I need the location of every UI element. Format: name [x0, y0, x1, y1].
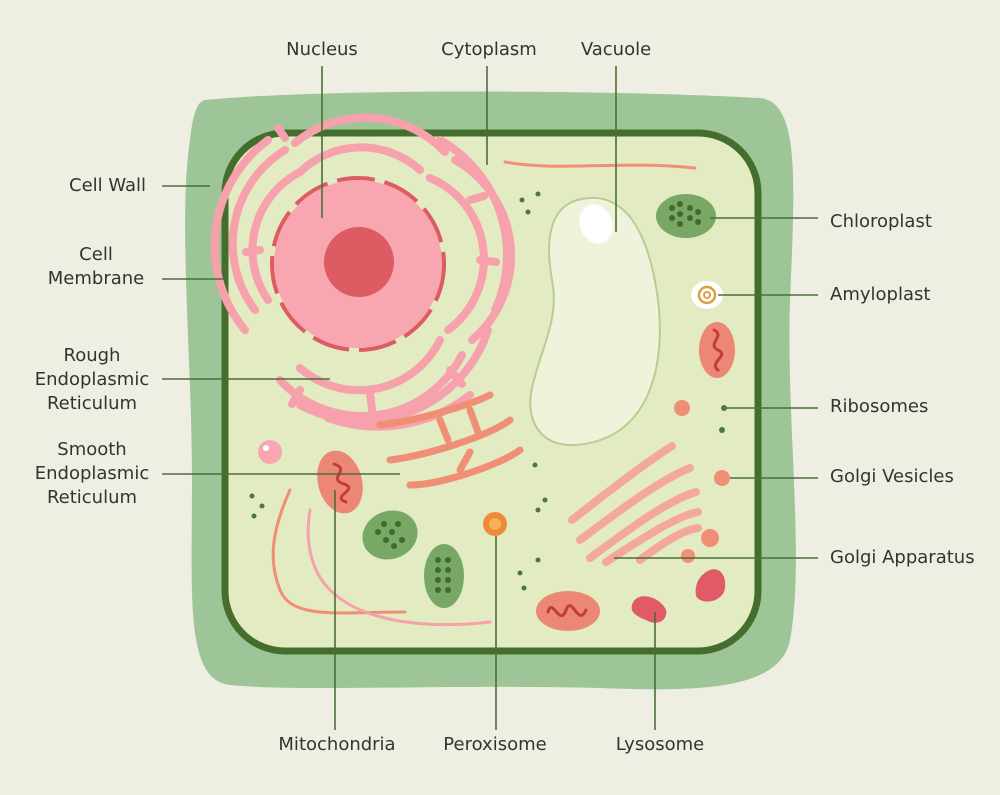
vacuole: [529, 196, 661, 447]
cytoplasm-filament: [503, 160, 697, 170]
label-cell-membrane: Cell Membrane: [47, 244, 145, 289]
label-cell-wall: Cell Wall: [69, 175, 147, 196]
chloroplast-group: [362, 194, 716, 608]
label-cytoplasm: Cytoplasm: [441, 39, 537, 60]
leader-lines: [162, 66, 818, 730]
chloroplast: [362, 510, 418, 560]
label-golgi-apparatus: Golgi Apparatus: [830, 547, 975, 568]
cytoskeleton-filaments: [271, 488, 492, 627]
label-nucleus: Nucleus: [286, 39, 358, 60]
chloroplast: [424, 544, 464, 608]
label-lysosome: Lysosome: [615, 734, 705, 755]
amyloplast-spiral: [697, 285, 717, 305]
label-peroxisome: Peroxisome: [443, 734, 547, 755]
chloroplast: [656, 194, 716, 238]
label-rough-er: Rough Endoplasmic Reticulum: [34, 345, 150, 414]
label-chloroplast: Chloroplast: [830, 211, 932, 232]
label-golgi-vesicles: Golgi Vesicles: [830, 466, 954, 487]
label-amyloplast: Amyloplast: [830, 284, 931, 305]
ribosomes: [249, 191, 727, 591]
golgi-vesicles: [674, 400, 730, 563]
vacuole-highlight: [579, 204, 613, 244]
label-ribosomes: Ribosomes: [830, 396, 929, 417]
vesicle: [258, 440, 282, 464]
lysosomes: [631, 569, 726, 623]
amyloplast: [691, 281, 723, 309]
mitochondrion: [536, 591, 600, 631]
label-vacuole: Vacuole: [580, 39, 652, 60]
lysosome: [695, 569, 726, 602]
nuclear-envelope: [270, 176, 446, 352]
label-mitochondria: Mitochondria: [278, 734, 396, 755]
smooth-endoplasmic-reticulum: [376, 391, 524, 489]
nucleolus: [324, 227, 394, 297]
lysosome: [631, 596, 667, 623]
golgi-apparatus: [568, 442, 702, 566]
label-smooth-er: Smooth Endoplasmic Reticulum: [34, 439, 150, 508]
mitochondria-group: [317, 322, 735, 631]
